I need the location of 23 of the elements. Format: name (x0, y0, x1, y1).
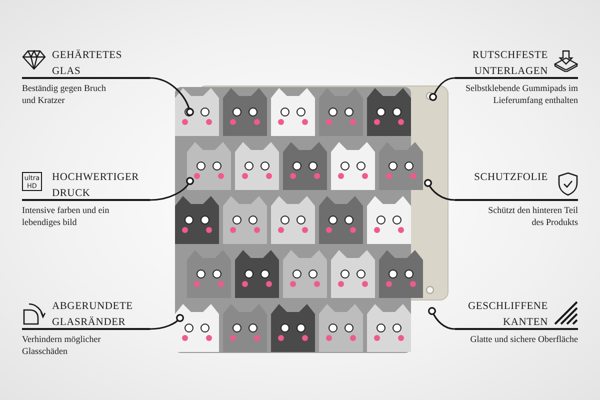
node-box (455, 328, 578, 330)
leader-line (424, 179, 456, 201)
leader-line (150, 314, 184, 330)
feature-description: Selbstklebende Gummipads im Lieferumfang enthalten (464, 82, 578, 106)
feature-description: Verhindern möglicher Glasschäden (22, 333, 102, 357)
node-box (455, 199, 578, 201)
feature-heading: GESCHLIFFENE KANTEN (468, 300, 548, 330)
feature-heading: RUTSCHFESTE UNTERLAGEN (471, 49, 548, 79)
feature-heading: SCHUTZFOLIE (473, 171, 548, 185)
feature-description: Intensive farben und ein lebendiges bild (22, 204, 110, 228)
leader-line (150, 177, 194, 201)
node-box (455, 77, 578, 79)
feature-heading: ABGERUNDETE GLASRÄNDER (52, 300, 134, 330)
feature-description: Glatte und sichere Oberfläche (469, 333, 578, 345)
feature-description: Beständig gegen Bruch und Kratzer (22, 82, 107, 106)
node-box (22, 77, 150, 79)
leader-line (429, 77, 456, 101)
leader-line (150, 77, 194, 116)
feature-heading: HOCHWERTIGER DRUCK (52, 171, 140, 201)
node-box (22, 328, 150, 330)
feature-description: Schützt den hinteren Teil des Produkts (487, 204, 578, 228)
feature-heading: GEHÄRTETES GLAS (52, 48, 124, 79)
leader-line (428, 307, 456, 330)
